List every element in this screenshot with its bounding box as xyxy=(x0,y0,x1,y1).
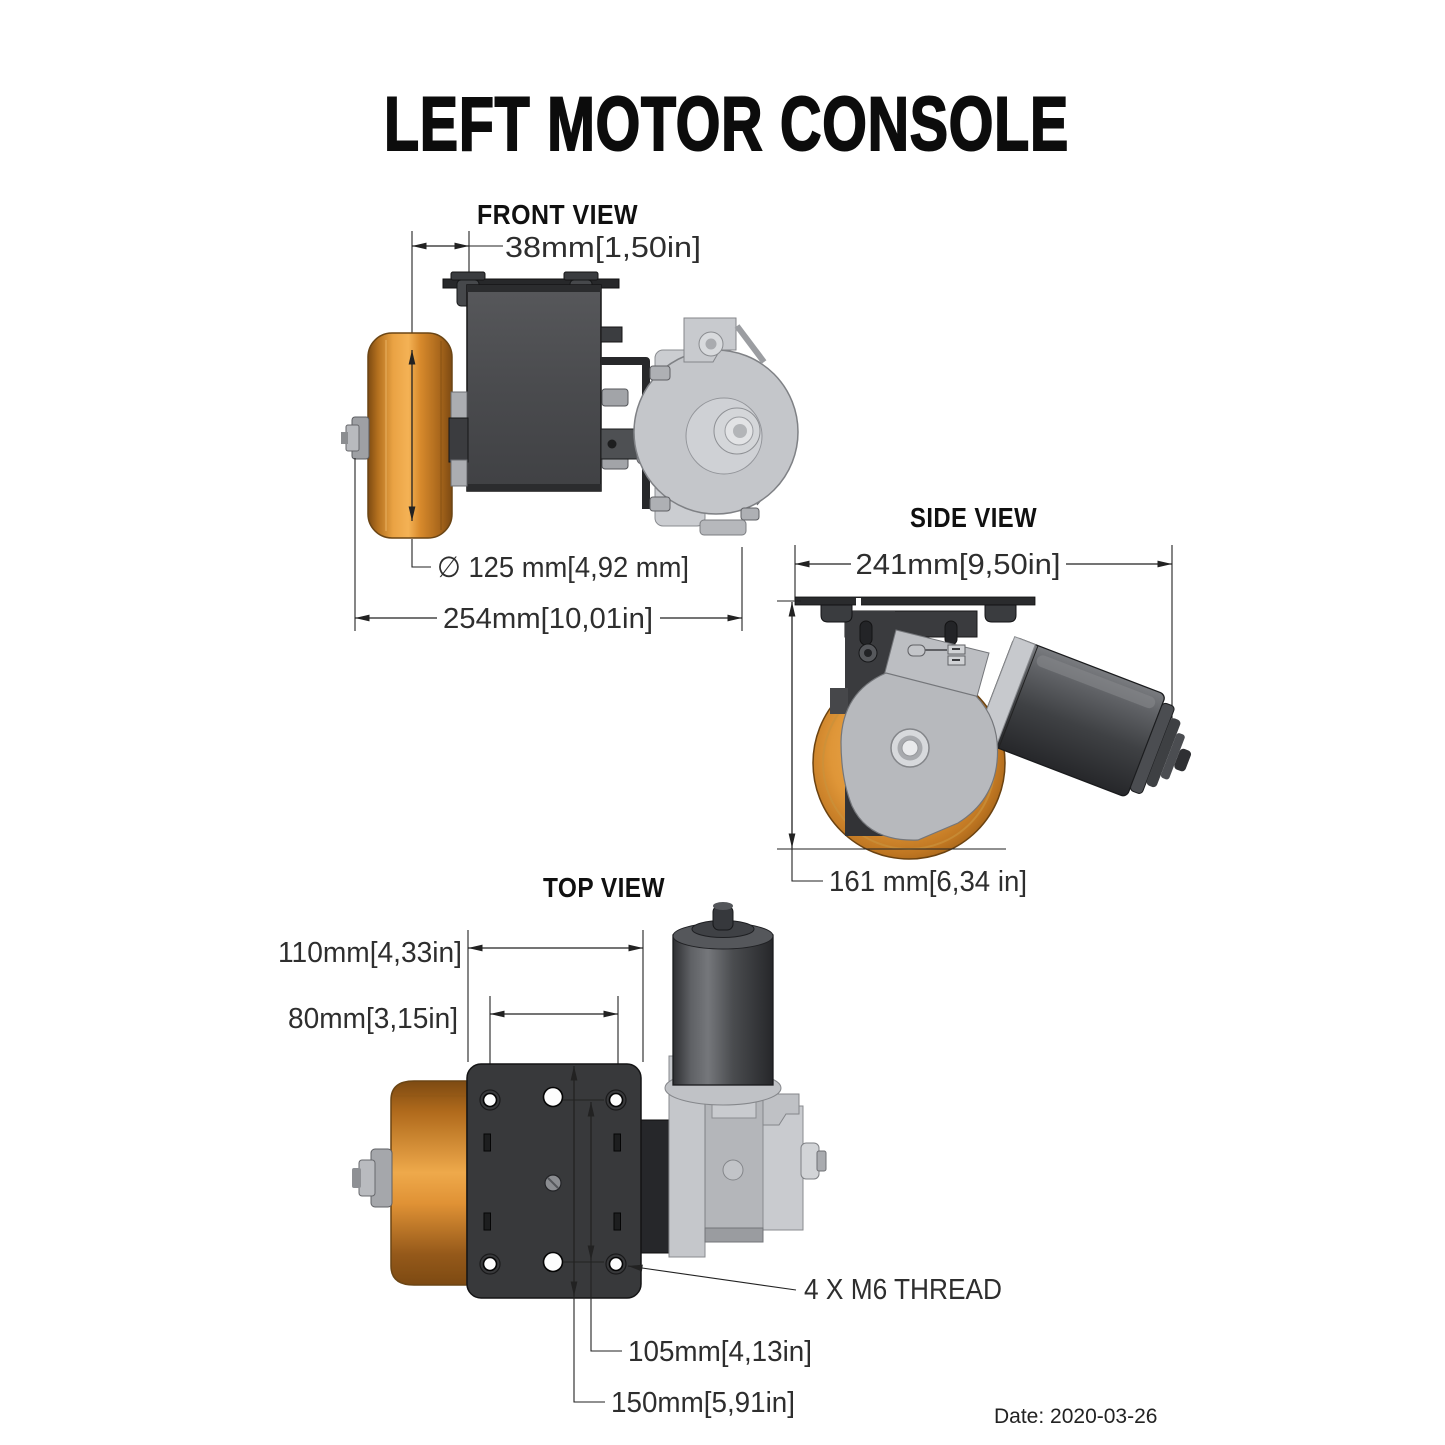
dim-text-hole-spacing-width: 80mm[3,15in] xyxy=(288,1003,458,1035)
dim-text-wheel-diameter: ∅ 125 mm[4,92 mm] xyxy=(437,552,689,584)
side-motor xyxy=(974,636,1192,797)
top-dim-105: 105mm[4,13in] xyxy=(563,1099,812,1368)
front-view: FRONT VIEW 38mm[1,50in] xyxy=(341,199,799,635)
dim-text-38mm: 38mm[1,50in] xyxy=(505,232,701,264)
plate-corner-holes xyxy=(479,1089,627,1275)
front-dim-diameter: ∅ 125 mm[4,92 mm] xyxy=(411,539,689,584)
top-mounting-plate xyxy=(466,1063,642,1299)
dim-text-plate-length: 150mm[5,91in] xyxy=(611,1387,795,1419)
page-title: LEFT MOTOR CONSOLE xyxy=(384,82,1069,167)
date-label: Date: 2020-03-26 xyxy=(994,1405,1157,1428)
top-dim-150: 150mm[5,91in] xyxy=(570,1066,795,1419)
dim-text-overall-width: 254mm[10,01in] xyxy=(443,603,653,635)
top-dim-110: 110mm[4,33in] xyxy=(278,930,644,1062)
plate-slots xyxy=(483,1133,621,1231)
front-wheel xyxy=(367,332,453,539)
front-dim-overall: 254mm[10,01in] xyxy=(354,458,743,635)
top-motor-assembly xyxy=(640,902,827,1258)
side-gear-cover xyxy=(840,629,999,841)
front-gearbox xyxy=(633,317,799,536)
side-view-label: SIDE VIEW xyxy=(910,502,1037,533)
side-view: SIDE VIEW 241mm[9,50in] xyxy=(777,502,1192,898)
dim-text-side-height: 161 mm[6,34 in] xyxy=(829,866,1027,898)
front-view-label: FRONT VIEW xyxy=(477,199,638,230)
dim-text-plate-width: 110mm[4,33in] xyxy=(278,937,462,969)
top-view: TOP VIEW 110mm[4,33in] 80mm[3,15in] xyxy=(278,872,1002,1419)
side-dim-length: 241mm[9,50in] xyxy=(794,545,1173,736)
dim-text-side-length: 241mm[9,50in] xyxy=(856,549,1061,581)
front-axle-hub xyxy=(341,391,469,487)
top-wheel xyxy=(352,1080,468,1286)
thread-note-text: 4 X M6 THREAD xyxy=(804,1274,1002,1306)
side-dim-height: 161 mm[6,34 in] xyxy=(777,600,1027,898)
top-view-label: TOP VIEW xyxy=(543,872,665,903)
plate-center-holes xyxy=(542,1086,564,1273)
front-dim-38mm: 38mm[1,50in] xyxy=(411,231,701,333)
top-thread-callout: 4 X M6 THREAD xyxy=(627,1264,1002,1306)
dim-text-hole-spacing-length: 105mm[4,13in] xyxy=(628,1336,812,1368)
motor-cylinder xyxy=(672,934,774,1086)
front-console-box xyxy=(466,284,623,492)
